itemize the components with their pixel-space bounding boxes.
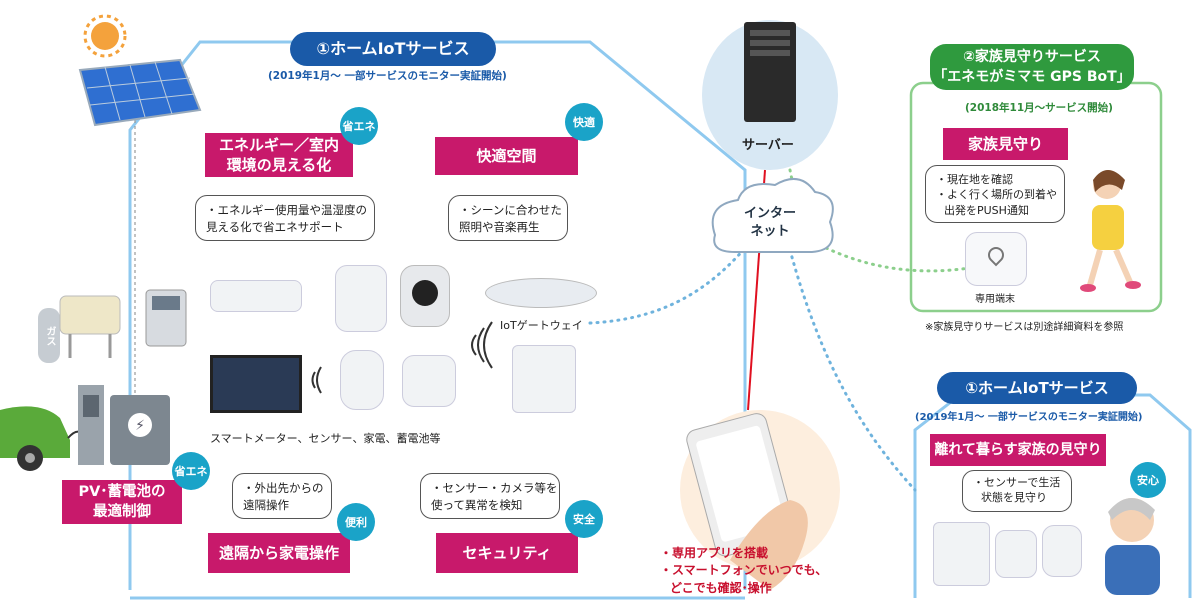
wifi-icon-2	[311, 366, 322, 394]
device-label: 専用端末	[975, 294, 1015, 305]
pv-energy-saving-badge: 省エネ	[172, 452, 210, 490]
internet-label: インター ネット	[740, 205, 800, 241]
internet-line1: インター	[743, 206, 796, 221]
left-house-title: ①ホームIoTサービス	[290, 32, 496, 66]
solar-panel-icon	[78, 58, 202, 127]
energy-bubble: ・エネルギー使用量や温湿度の 見える化で省エネサポート	[195, 195, 375, 241]
button-sensor-icon	[402, 355, 456, 407]
family-watch-label: 家族見守り	[943, 128, 1068, 160]
family-service-subtitle: (2018年11月～サービス開始)	[965, 102, 1113, 114]
right-house-title: ①ホームIoTサービス	[937, 372, 1137, 404]
phone-feature-1: ・専用アプリを搭載	[660, 546, 769, 560]
remote-bubble-line1: ・外出先からの	[243, 481, 324, 495]
gateway-label: IoTゲートウェイ	[500, 319, 583, 332]
family-bubble: ・現在地を確認 ・よく行く場所の到着や 出発をPUSH通知	[925, 165, 1065, 223]
gateway-device-icon	[512, 345, 576, 413]
right-house-bubble: ・センサーで生活 状態を見守り	[962, 470, 1072, 512]
svg-text:⚡: ⚡	[135, 418, 145, 434]
comfort-bubble-line2: 照明や音楽再生	[459, 219, 540, 234]
pv-label-line2: 最適制御	[93, 504, 151, 520]
energy-label-line1: エネルギー／室内	[218, 136, 339, 154]
right-house-subtitle: (2019年1月～ 一部サービスのモニター実証開始)	[915, 412, 1143, 423]
remote-bubble-line2: 遠隔操作	[243, 497, 289, 512]
family-service-title: ②家族見守りサービス 「エネモがミマモ GPS BoT」	[930, 44, 1134, 90]
server-label: サーバー	[742, 138, 794, 153]
right-gateway-icon	[933, 522, 990, 586]
right-button-sensor-icon	[995, 530, 1037, 578]
security-bubble-line2: 使って異常を検知	[431, 497, 523, 512]
internet-family-link	[818, 243, 972, 273]
gateway-internet-link	[588, 246, 747, 325]
pv-label-line1: PV･蓄電池の	[78, 484, 166, 500]
remote-family-watch-label: 離れて暮らす家族の見守り	[930, 434, 1106, 466]
left-house-subtitle: (2019年1月～ 一部サービスのモニター実証開始)	[268, 70, 507, 82]
hand-icon	[730, 500, 808, 590]
phone-features: ・専用アプリを搭載 ・スマートフォンでいつでも、 どこでも確認･操作	[660, 545, 827, 597]
family-bubble-line3: 出発をPUSH通知	[944, 203, 1029, 217]
remote-bubble: ・外出先からの 遠隔操作	[232, 473, 332, 519]
walking-girl-icon	[1080, 170, 1141, 292]
comfort-label: 快適空間	[435, 137, 578, 175]
security-label: セキュリティ	[436, 533, 578, 573]
cloud-icon	[711, 177, 834, 253]
sun-icon	[83, 14, 127, 58]
energy-bubble-line2: 見える化で省エネサポート	[206, 219, 344, 234]
energy-saving-badge: 省エネ	[340, 107, 378, 145]
pv-battery-label: PV･蓄電池の 最適制御	[62, 480, 182, 524]
air-conditioner-icon	[210, 280, 302, 312]
devices-caption: スマートメーター、センサー、家電、蓄電池等	[210, 432, 441, 445]
phone-feature-3: どこでも確認･操作	[670, 580, 772, 595]
family-bubble-line2: ・よく行く場所の到着や	[936, 188, 1057, 202]
phone-feature-2: ・スマートフォンでいつでも、	[660, 563, 828, 578]
right-bubble-line1: ・センサーで生活	[973, 476, 1061, 489]
camera-icon	[400, 265, 450, 327]
remote-control-label: 遠隔から家電操作	[208, 533, 350, 573]
right-bubble-line2: 状態を見守り	[981, 491, 1047, 505]
internet-righthouse-link	[788, 248, 917, 492]
family-bubble-line1: ・現在地を確認	[936, 173, 1013, 186]
relief-badge: 安心	[1130, 462, 1166, 498]
comfort-bubble-line1: ・シーンに合わせた	[459, 203, 562, 217]
elderly-person-icon	[1105, 497, 1160, 595]
ceiling-light-icon	[485, 278, 597, 308]
gas-label: ガス	[44, 326, 55, 346]
car-icon	[0, 406, 81, 471]
security-bubble-line1: ・センサー・カメラ等を	[431, 481, 558, 495]
gps-tracker-icon	[965, 232, 1027, 286]
safety-badge: 安全	[565, 500, 603, 538]
smart-meter-icon	[145, 289, 187, 347]
comfort-bubble: ・シーンに合わせた 照明や音楽再生	[448, 195, 568, 241]
security-bubble: ・センサー・カメラ等を 使って異常を検知	[420, 473, 560, 519]
tv-icon	[210, 355, 302, 413]
convenience-badge: 便利	[337, 503, 375, 541]
sensor-device-icon	[335, 265, 387, 332]
family-title-line2: 「エネモがミマモ GPS BoT」	[933, 69, 1131, 85]
comfort-badge: 快適	[565, 103, 603, 141]
smart-remote-icon	[340, 350, 384, 410]
energy-label-line2: 環境の見える化	[226, 156, 332, 174]
family-note: ※家族見守りサービスは別途詳細資料を参照	[925, 322, 1124, 333]
gas-tank-icon	[38, 295, 121, 363]
family-title-line1: ②家族見守りサービス	[963, 49, 1101, 65]
right-sensor-icon	[1042, 525, 1082, 577]
server-icon	[702, 20, 838, 170]
energy-visualization-label: エネルギー／室内 環境の見える化	[205, 133, 353, 177]
charger-icon: ⚡	[78, 385, 170, 465]
energy-bubble-line1: ・エネルギー使用量や温湿度の	[206, 203, 367, 217]
internet-line2: ネット	[750, 224, 790, 239]
wifi-icon	[471, 321, 493, 369]
